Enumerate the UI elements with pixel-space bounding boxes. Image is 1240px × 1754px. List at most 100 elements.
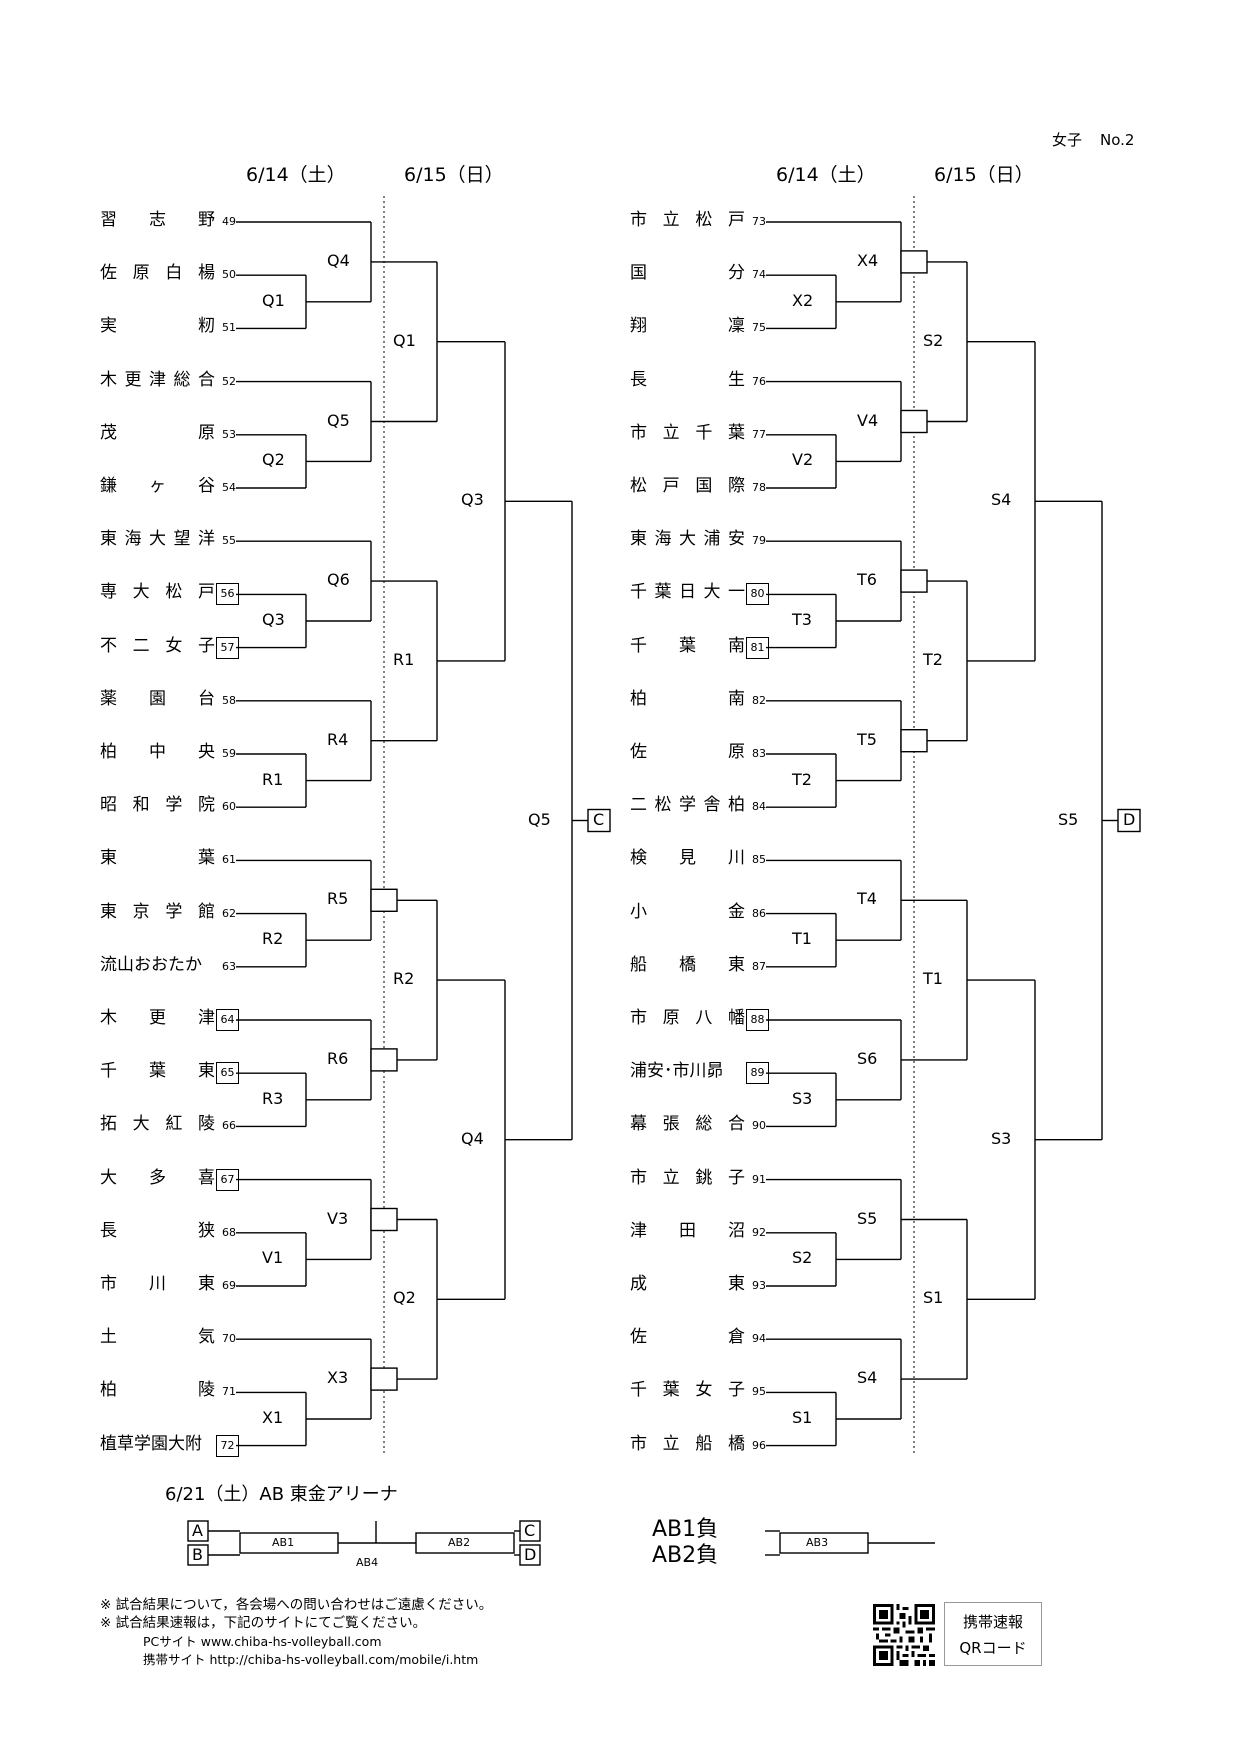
match-label: Q5 (327, 410, 350, 430)
team-name: 薬園台 (100, 688, 215, 709)
seed-number: 68 (222, 1225, 236, 1239)
team-name: 国分 (630, 263, 745, 284)
match-label: R3 (262, 1088, 284, 1108)
final-match-label: AB2 (448, 1536, 471, 1549)
result-letter: C (593, 809, 605, 829)
loser-label-2: AB2負 (652, 1543, 719, 1568)
team-name: 東海大浦安 (630, 529, 745, 550)
final-match-label: AB4 (356, 1556, 379, 1569)
seed-number: 85 (752, 853, 766, 867)
team-name: 木更津総合 (100, 369, 215, 390)
seed-number: 75 (752, 321, 766, 335)
seed-number: 60 (222, 800, 236, 814)
team-name: 幕張総合 (630, 1114, 745, 1135)
match-label: X4 (857, 250, 879, 270)
seed-number: 71 (222, 1385, 236, 1399)
qr-label-line1: 携帯速報 (962, 1613, 1023, 1631)
team-name: 東海大望洋 (100, 529, 215, 550)
match-label: Q3 (461, 490, 484, 510)
match-label: Q4 (327, 250, 350, 270)
match-label: Q2 (393, 1288, 416, 1308)
category-label: 女子 (1052, 131, 1083, 149)
result-placeholder-box (900, 729, 928, 753)
match-label: T5 (857, 729, 877, 749)
note-1: ※ 試合結果について，各会場への問い合わせはご遠慮ください。 (100, 1597, 493, 1613)
match-label: R1 (262, 769, 284, 789)
match-label: X1 (262, 1408, 284, 1427)
match-label: Q6 (327, 570, 350, 590)
match-label: S2 (792, 1248, 813, 1268)
seed-number: 95 (752, 1385, 766, 1399)
seed-number: 69 (222, 1279, 236, 1292)
team-name: 東京学館 (100, 901, 215, 922)
match-label: T1 (792, 929, 812, 949)
seed-number: 53 (222, 427, 236, 441)
team-name: 茂原 (100, 422, 215, 443)
mobile-site-link[interactable]: 携帯サイト http://chiba-hs-volleyball.com/mob… (143, 1652, 479, 1667)
match-label: Q1 (262, 290, 285, 310)
seed-number: 66 (222, 1119, 236, 1133)
match-label: S1 (792, 1408, 813, 1427)
final-match-box (415, 1532, 515, 1554)
team-name: 市原八幡 (630, 1008, 745, 1028)
team-name: 実籾 (100, 316, 215, 337)
match-label: S2 (923, 330, 944, 350)
seed-number: 83 (752, 747, 766, 760)
loser-label-1: AB1負 (652, 1517, 719, 1542)
team-name: 習志野 (100, 210, 215, 230)
seed-letter: D (524, 1545, 537, 1564)
seed-number: 94 (752, 1332, 766, 1346)
match-label: R2 (262, 929, 284, 949)
page-number: No.2 (1100, 131, 1135, 149)
team-name: 松戸国際 (630, 476, 745, 496)
match-label: T1 (923, 969, 943, 989)
match-label: R2 (393, 969, 415, 989)
team-name: 佐原 (630, 742, 745, 762)
match-label: T6 (857, 570, 877, 590)
seed-number: 73 (752, 215, 766, 228)
date-day1: 6/14（土） (776, 164, 876, 186)
match-label: V3 (327, 1208, 349, 1228)
seed-letter: A (192, 1521, 203, 1540)
match-label: S6 (857, 1048, 878, 1068)
qr-label: 携帯速報 QRコード (944, 1602, 1042, 1666)
seed-number: 90 (752, 1119, 766, 1133)
match-label: R6 (327, 1048, 349, 1068)
seed-number-boxed: 72 (216, 1434, 239, 1457)
date-day2: 6/15（日） (934, 164, 1034, 186)
seed-number: 84 (752, 800, 766, 814)
seed-number: 59 (222, 747, 236, 760)
seed-number: 86 (752, 906, 766, 920)
result-placeholder-box (370, 1048, 398, 1072)
seed-number-boxed: 81 (746, 636, 769, 659)
date-day1: 6/14（土） (246, 164, 346, 186)
match-label: T4 (857, 889, 877, 909)
team-name: 長狭 (100, 1220, 215, 1241)
team-name: 植草学園大附 (100, 1433, 202, 1454)
pc-site-link[interactable]: PCサイト www.chiba-hs-volleyball.com (143, 1634, 382, 1649)
seed-number: 79 (752, 534, 766, 548)
team-name: 拓大紅陵 (100, 1114, 215, 1135)
seed-number: 62 (222, 906, 236, 920)
match-label: S5 (857, 1208, 878, 1228)
seed-number-boxed: 80 (746, 583, 769, 606)
result-placeholder-box (900, 250, 928, 274)
seed-number: 78 (752, 481, 766, 494)
seed-number-boxed: 65 (216, 1062, 239, 1085)
team-name: 市立船橋 (630, 1433, 745, 1454)
team-name: 二松学舎柏 (630, 795, 745, 816)
match-label: Q4 (461, 1128, 484, 1148)
seed-number: 74 (752, 268, 766, 282)
team-name: 津田沼 (630, 1220, 745, 1241)
seed-number: 87 (752, 959, 766, 973)
seed-number: 52 (222, 374, 236, 388)
seed-number-boxed: 56 (216, 583, 239, 606)
qr-code-icon[interactable] (873, 1604, 935, 1666)
seed-number-boxed: 88 (746, 1009, 769, 1031)
team-name: 小金 (630, 901, 745, 922)
team-name: 鎌ヶ谷 (100, 476, 215, 496)
team-name: 佐倉 (630, 1327, 745, 1348)
seed-number: 51 (222, 321, 236, 335)
result-box (1117, 808, 1141, 833)
